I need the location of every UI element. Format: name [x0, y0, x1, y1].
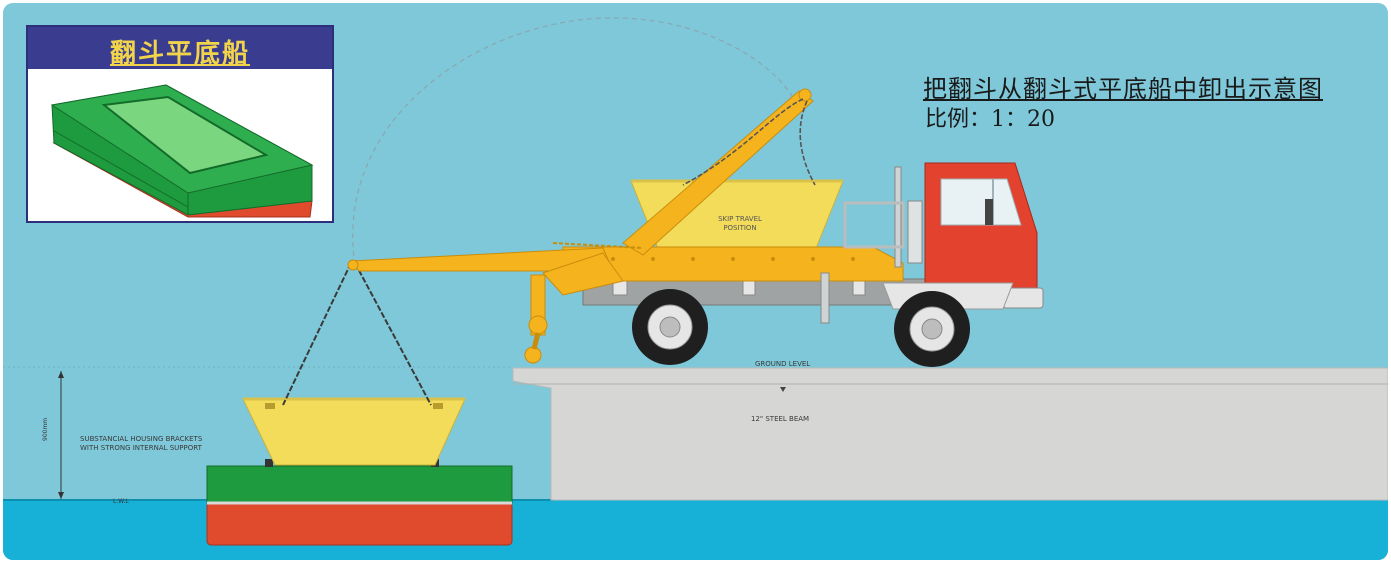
- ground-level-arrow: [780, 387, 786, 392]
- barge-hull-green: [206, 465, 513, 504]
- skip-travel-line1: SKIP TRAVEL: [718, 215, 762, 223]
- support-line2: WITH STRONG INTERNAL SUPPORT: [80, 444, 202, 452]
- cab-window: [940, 178, 1022, 226]
- inset-panel: 翻斗平底船: [26, 25, 334, 223]
- lift-chain-left: [282, 262, 352, 406]
- support-line1: SUBSTANCIAL HOUSING BRACKETS: [80, 435, 203, 443]
- skip-travel-line2: POSITION: [723, 224, 757, 232]
- skip-lifted: [242, 398, 466, 466]
- boom-swing-arc: [352, 17, 794, 266]
- front-wheel: [894, 291, 970, 367]
- scale-label: 比例：1：20: [925, 107, 1055, 132]
- exhaust-stack: [894, 166, 902, 268]
- quay-wall: [512, 367, 1388, 501]
- inset-barge-drawing: [50, 84, 314, 218]
- ground-level-label: GROUND LEVEL: [755, 360, 811, 368]
- support-note: SUBSTANCIAL HOUSING BRACKETS WITH STRONG…: [80, 435, 202, 453]
- diagram-panel: 翻斗平底船 把翻斗从翻斗式平底船中卸出示意图 比例：1：20 SKIP TRAV…: [3, 3, 1388, 560]
- scene-drawing: [3, 17, 1388, 560]
- inset-barge-hold: [101, 95, 269, 175]
- barge-hull-red: [206, 501, 513, 546]
- steel-beam-label: 12" STEEL BEAM: [751, 415, 810, 423]
- inset-title: 翻斗平底船: [109, 39, 250, 69]
- lwl-label: L.W.L: [113, 498, 129, 505]
- crane-arm-raised: [622, 90, 814, 256]
- main-title: 把翻斗从翻斗式平底船中卸出示意图: [923, 75, 1323, 103]
- inset-header: 翻斗平底船: [28, 27, 332, 69]
- lift-chain-right: [354, 262, 432, 406]
- rear-wheel: [632, 289, 708, 365]
- skip-travel-label: SKIP TRAVEL POSITION: [698, 215, 782, 233]
- dimension-label: 900mm: [42, 417, 49, 441]
